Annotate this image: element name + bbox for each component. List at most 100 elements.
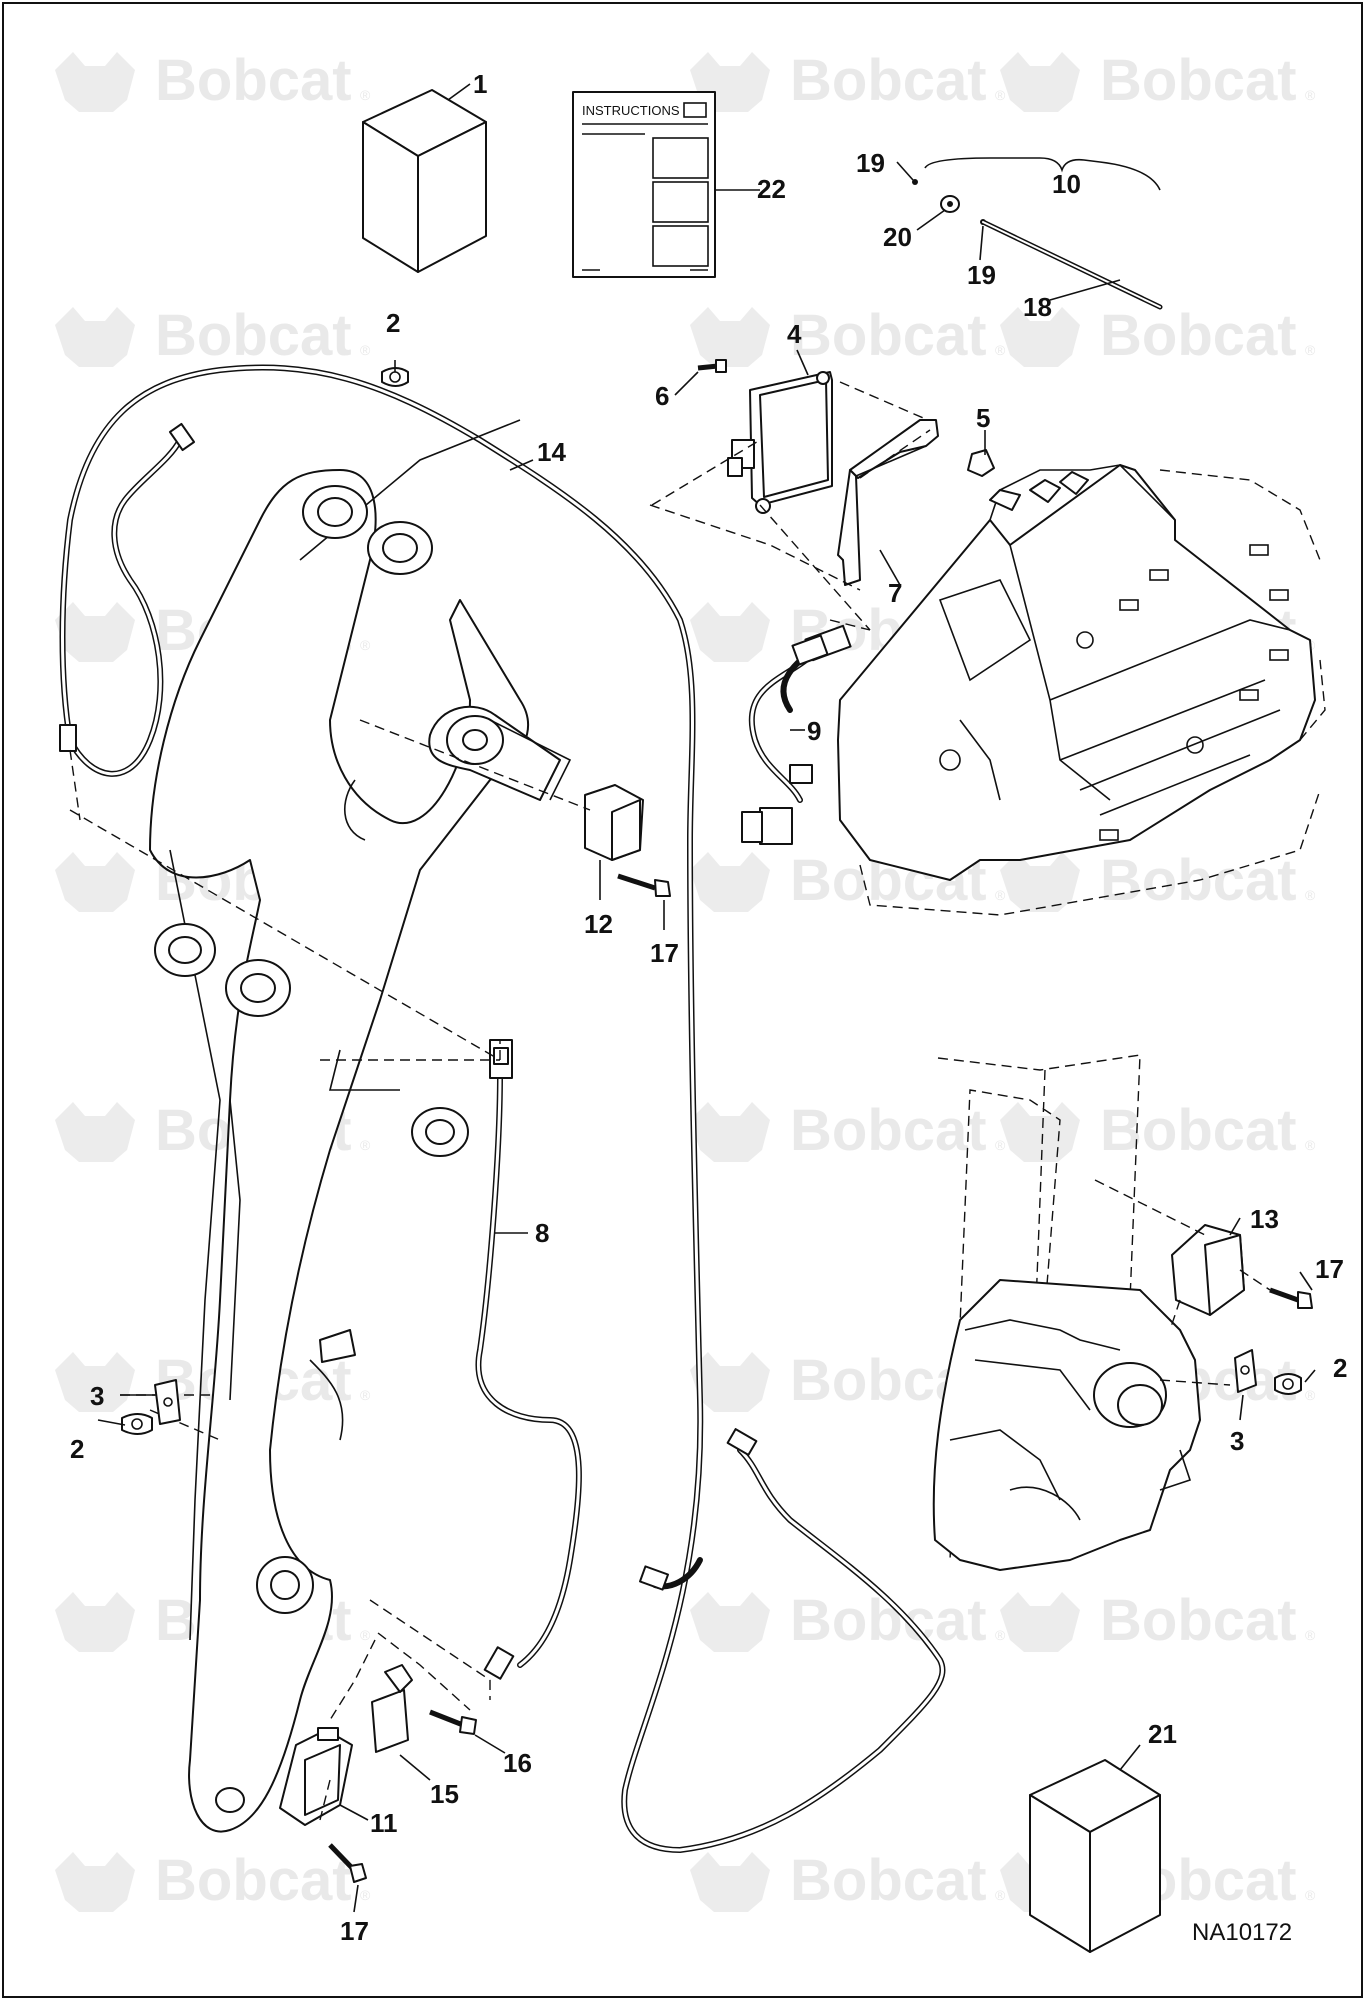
instructions-sheet-item-22: INSTRUCTIONS xyxy=(572,91,716,278)
watermark-registered: ® xyxy=(360,342,371,358)
watermark-registered: ® xyxy=(995,342,1006,358)
bobcat-logo-icon xyxy=(690,1592,770,1652)
callout-8: 8 xyxy=(535,1218,549,1248)
callout-19-top: 19 xyxy=(856,148,885,178)
callout-12: 12 xyxy=(584,909,613,939)
watermark-registered: ® xyxy=(1305,1887,1316,1903)
sensor-item-11 xyxy=(279,1727,353,1826)
harness-item-14 xyxy=(59,364,946,1854)
bobcat-watermark: Bobcat ® xyxy=(690,48,1006,113)
watermark-registered: ® xyxy=(995,1627,1006,1643)
callout-17-boom: 17 xyxy=(650,938,679,968)
instructions-title: INSTRUCTIONS xyxy=(582,103,680,118)
callout-9: 9 xyxy=(807,716,821,746)
callout-14: 14 xyxy=(537,437,566,467)
callout-1: 1 xyxy=(473,69,487,99)
watermark-brand: Bobcat xyxy=(155,1848,352,1913)
watermark-brand: Bobcat xyxy=(155,303,352,368)
callout-2-top: 2 xyxy=(386,308,400,338)
bobcat-logo-icon xyxy=(690,307,770,367)
watermark-registered: ® xyxy=(1305,1137,1316,1153)
callout-10: 10 xyxy=(1052,169,1081,199)
watermark-registered: ® xyxy=(995,1887,1006,1903)
clamp-item-2-top xyxy=(381,367,409,387)
bobcat-watermark: Bobcat ® xyxy=(55,48,371,113)
callout-labels: 1 22 19 10 20 19 18 2 4 6 5 14 7 9 12 17… xyxy=(70,69,1347,1946)
bobcat-logo-icon xyxy=(1000,1102,1080,1162)
callout-11: 11 xyxy=(370,1808,398,1838)
watermark-registered: ® xyxy=(360,1137,371,1153)
bobcat-logo-icon xyxy=(55,307,135,367)
bobcat-logo-icon xyxy=(55,1352,135,1412)
watermark-registered: ® xyxy=(1305,342,1316,358)
bobcat-logo-icon xyxy=(1000,1592,1080,1652)
bobcat-logo-icon xyxy=(55,852,135,912)
watermark-brand: Bobcat xyxy=(1100,1098,1297,1163)
watermark-registered: ® xyxy=(995,1137,1006,1153)
bobcat-logo-icon xyxy=(55,1852,135,1912)
callout-17-right: 17 xyxy=(1315,1254,1344,1284)
watermark-registered: ® xyxy=(360,1627,371,1643)
bolt-item-5 xyxy=(967,449,995,477)
callout-22: 22 xyxy=(757,174,786,204)
assembly-lines-boom xyxy=(69,719,591,1721)
bobcat-logo-icon xyxy=(1000,307,1080,367)
callout-17-bottom: 17 xyxy=(340,1916,369,1946)
bobcat-watermark: Bobcat® xyxy=(690,1588,1006,1653)
callout-20: 20 xyxy=(883,222,912,252)
bobcat-watermark: Bobcat® xyxy=(690,1848,1006,1913)
box-item-1 xyxy=(362,89,487,273)
bobcat-watermark: Bobcat ® xyxy=(690,303,1006,368)
clamp-item-2-left xyxy=(121,1413,153,1435)
bobcat-watermark: Bobcat® xyxy=(1000,848,1316,913)
sensor-item-12 xyxy=(584,784,644,861)
watermark-registered: ® xyxy=(1305,87,1316,103)
watermark-brand: Bobcat xyxy=(790,48,987,113)
clip-item-3-left xyxy=(154,1379,181,1425)
callout-3-left: 3 xyxy=(90,1381,104,1411)
callout-3-right: 3 xyxy=(1230,1426,1244,1456)
upperstructure-chassis xyxy=(837,464,1326,916)
watermark-brand: Bobcat xyxy=(790,1098,987,1163)
boom-cylinder xyxy=(428,705,572,801)
assembly-lines-bottom xyxy=(319,1632,471,1821)
sensor-item-13 xyxy=(1171,1224,1245,1316)
watermark-registered: ® xyxy=(995,87,1006,103)
bobcat-logo-icon xyxy=(55,1102,135,1162)
callout-19-bottom: 19 xyxy=(967,260,996,290)
swing-casting xyxy=(932,1054,1201,1571)
callout-18: 18 xyxy=(1023,292,1052,322)
bobcat-logo-icon xyxy=(1000,852,1080,912)
clip-item-3-right xyxy=(1234,1349,1257,1393)
assembly-lines-right xyxy=(1094,1179,1271,1386)
rod-kit-item-10 xyxy=(912,157,1163,310)
clamp-item-2-right xyxy=(1274,1373,1302,1395)
bobcat-watermark: Bobcat® xyxy=(1000,1588,1316,1653)
callout-6: 6 xyxy=(655,381,669,411)
bobcat-watermark: Bobcat ® xyxy=(690,1098,1006,1163)
excavator-boom xyxy=(149,419,572,1833)
drawing-id: NA10172 xyxy=(1192,1919,1292,1946)
bobcat-watermark: Bobcat® xyxy=(1000,48,1316,113)
watermark-registered: ® xyxy=(360,87,371,103)
bobcat-logo-icon xyxy=(690,852,770,912)
bolt-item-17-bottom xyxy=(328,1843,367,1883)
callout-7: 7 xyxy=(888,578,902,608)
callout-16: 16 xyxy=(503,1748,532,1778)
watermark-brand: Bobcat xyxy=(155,48,352,113)
boom-pivot-pins xyxy=(154,485,469,1813)
bracket-item-7 xyxy=(837,419,939,586)
callout-2-right: 2 xyxy=(1333,1353,1347,1383)
bobcat-logo-icon xyxy=(55,1592,135,1652)
harness-item-9 xyxy=(741,624,852,845)
bobcat-watermark: Bobcat ® xyxy=(1000,1098,1316,1163)
assembly-line-harness xyxy=(829,619,871,631)
watermark-brand: Bobcat xyxy=(1100,303,1297,368)
callout-21: 21 xyxy=(1148,1719,1177,1749)
box-item-21 xyxy=(1029,1759,1161,1953)
bobcat-watermark: Bobcat ® xyxy=(1000,303,1316,368)
callout-15: 15 xyxy=(430,1779,459,1809)
connector-item-15 xyxy=(371,1664,413,1753)
watermark-brand: Bobcat xyxy=(790,303,987,368)
